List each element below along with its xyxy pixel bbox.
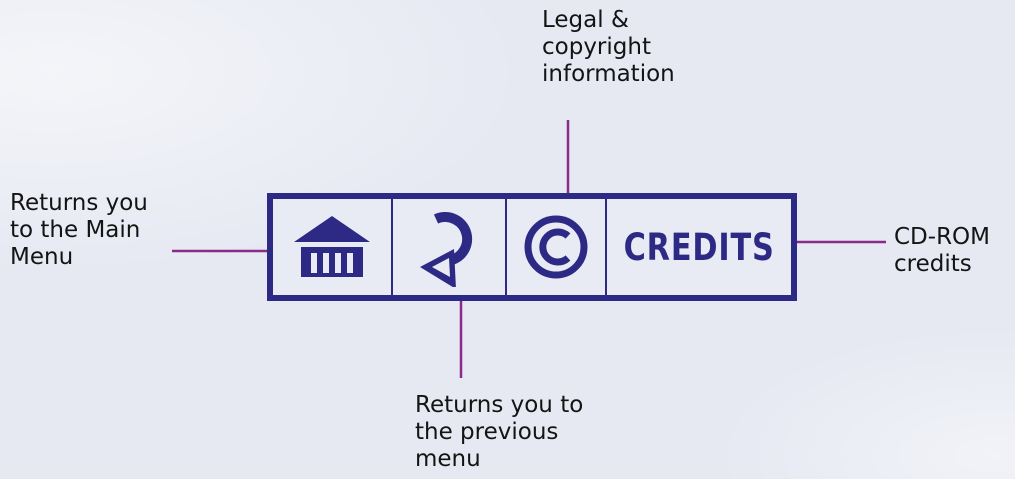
label-cdrom-credits: CD-ROM credits [894,224,990,277]
label-main-menu: Returns you to the Main Menu [10,190,148,270]
copyright-icon [524,215,588,279]
museum-building-icon [293,216,370,277]
label-previous-menu: Returns you to the previous menu [415,392,584,472]
legal-copyright-button[interactable] [504,199,605,295]
navigation-toolbar: CREDITS [267,193,797,301]
return-arrow-icon [419,212,472,287]
previous-menu-button[interactable] [390,199,505,295]
main-menu-button[interactable] [273,199,391,295]
credits-button-label: CREDITS [623,225,775,269]
label-legal-info: Legal & copyright information [542,7,675,87]
credits-button[interactable]: CREDITS [604,199,791,295]
